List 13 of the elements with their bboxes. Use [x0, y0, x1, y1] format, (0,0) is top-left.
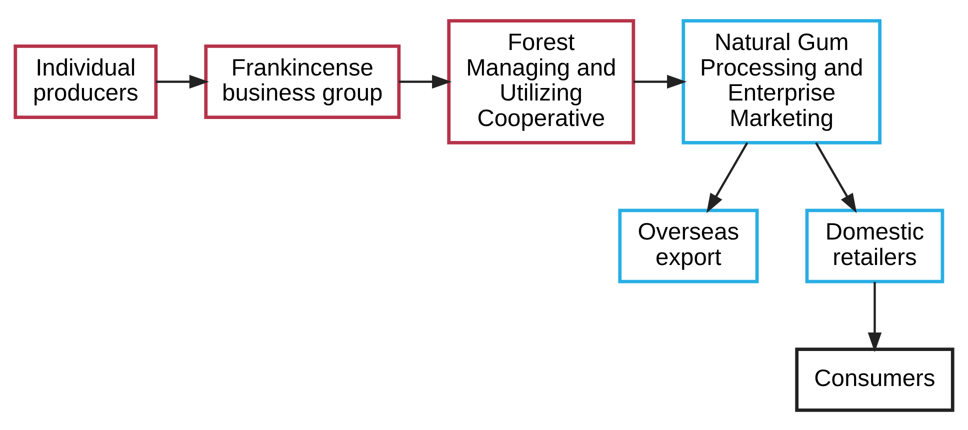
arrow [634, 74, 687, 88]
node-box: Consumers [795, 347, 954, 412]
arrow [868, 281, 882, 352]
node-box: Frankincense business group [204, 44, 401, 118]
node-box: Natural Gum Processing and Enterprise Marketing [682, 18, 882, 144]
arrow [815, 142, 857, 213]
node-box: Individual producers [14, 44, 158, 118]
node-box: Overseas export [618, 208, 759, 283]
node-box: Forest Managing and Utilizing Cooperative [447, 18, 636, 144]
node-box: Domestic retailers [805, 208, 944, 283]
arrow [706, 142, 748, 213]
arrow [398, 74, 452, 88]
arrow [156, 74, 210, 88]
